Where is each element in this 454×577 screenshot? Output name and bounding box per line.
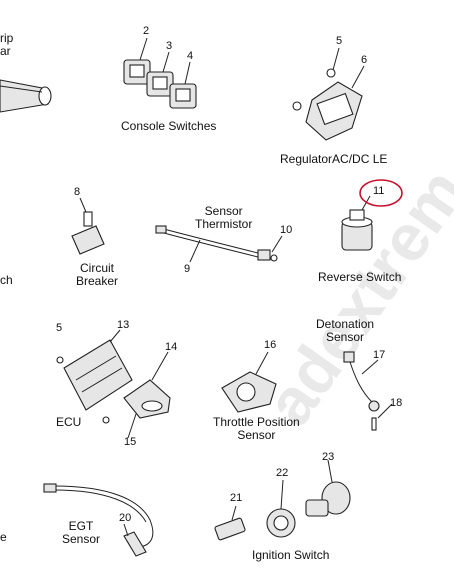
callout-14: 14: [165, 341, 178, 353]
ignition-knob-part: [305, 459, 351, 517]
sensor-thermistor-part: [155, 225, 283, 263]
label-line: Throttle Position: [213, 415, 300, 429]
ecu-part: [56, 329, 133, 424]
callout-18: 18: [390, 397, 403, 409]
label-sensor-thermistor: Sensor Thermistor: [195, 205, 252, 231]
callout-11: 11: [373, 185, 385, 197]
circuit-breaker-part: [71, 197, 105, 255]
reverse-switch-part: [341, 195, 373, 251]
label-line: Sensor: [237, 428, 276, 442]
callout-17: 17: [373, 349, 386, 361]
callout-5-ecu: 5: [56, 322, 63, 334]
label-ignition-switch: Ignition Switch: [252, 548, 330, 562]
label-line: Breaker: [76, 274, 119, 288]
label-partial-ch: ch: [0, 273, 13, 287]
label-strip-bar-partial: rip ar: [0, 32, 13, 58]
callout-6: 6: [361, 54, 368, 66]
label-circuit-breaker: Circuit Breaker: [76, 262, 118, 288]
label-line: Sensor: [62, 532, 101, 546]
callout-21: 21: [230, 492, 243, 504]
label-console-switches: Console Switches: [121, 119, 217, 133]
label-detonation-sensor: Detonation Sensor: [316, 318, 374, 344]
egt-sensor-part: [43, 483, 154, 557]
label-line: Sensor: [204, 204, 243, 218]
callout-9: 9: [184, 263, 191, 275]
callout-23: 23: [322, 451, 335, 463]
callout-5: 5: [336, 35, 343, 47]
red-circle-annotation: [359, 179, 403, 207]
ignition-key-part: [214, 505, 246, 541]
callout-22: 22: [276, 467, 289, 479]
detonation-sensor-part: [343, 351, 393, 431]
callout-15: 15: [124, 436, 137, 448]
label-regulator: RegulatorAC/DC LE: [280, 152, 388, 166]
label-line: rip: [0, 31, 14, 45]
label-line: Detonation: [316, 317, 375, 331]
label-egt-sensor: EGT Sensor: [62, 520, 100, 546]
strip-bar-part: [0, 79, 52, 113]
label-partial-e: e: [0, 530, 7, 544]
regulator-part: [292, 47, 365, 141]
callout-16: 16: [264, 339, 277, 351]
callout-4: 4: [187, 50, 194, 62]
ignition-switch-part: [266, 479, 296, 538]
ecu-bracket-part: [123, 351, 171, 439]
label-throttle-position-sensor: Throttle Position Sensor: [213, 416, 300, 442]
label-ecu: ECU: [56, 415, 82, 429]
callout-13: 13: [117, 319, 130, 331]
callout-2: 2: [143, 25, 150, 37]
label-line: Circuit: [80, 261, 115, 275]
throttle-position-sensor-part: [221, 351, 277, 413]
callout-20: 20: [119, 512, 132, 524]
label-line: Sensor: [326, 330, 365, 344]
callout-8: 8: [74, 186, 81, 198]
callout-10: 10: [280, 224, 293, 236]
label-line: EGT: [68, 519, 94, 533]
callout-3: 3: [166, 40, 173, 52]
label-line: Thermistor: [195, 217, 253, 231]
label-reverse-switch: Reverse Switch: [318, 270, 402, 284]
console-switches-part: [123, 37, 197, 109]
label-line: ar: [0, 44, 11, 58]
